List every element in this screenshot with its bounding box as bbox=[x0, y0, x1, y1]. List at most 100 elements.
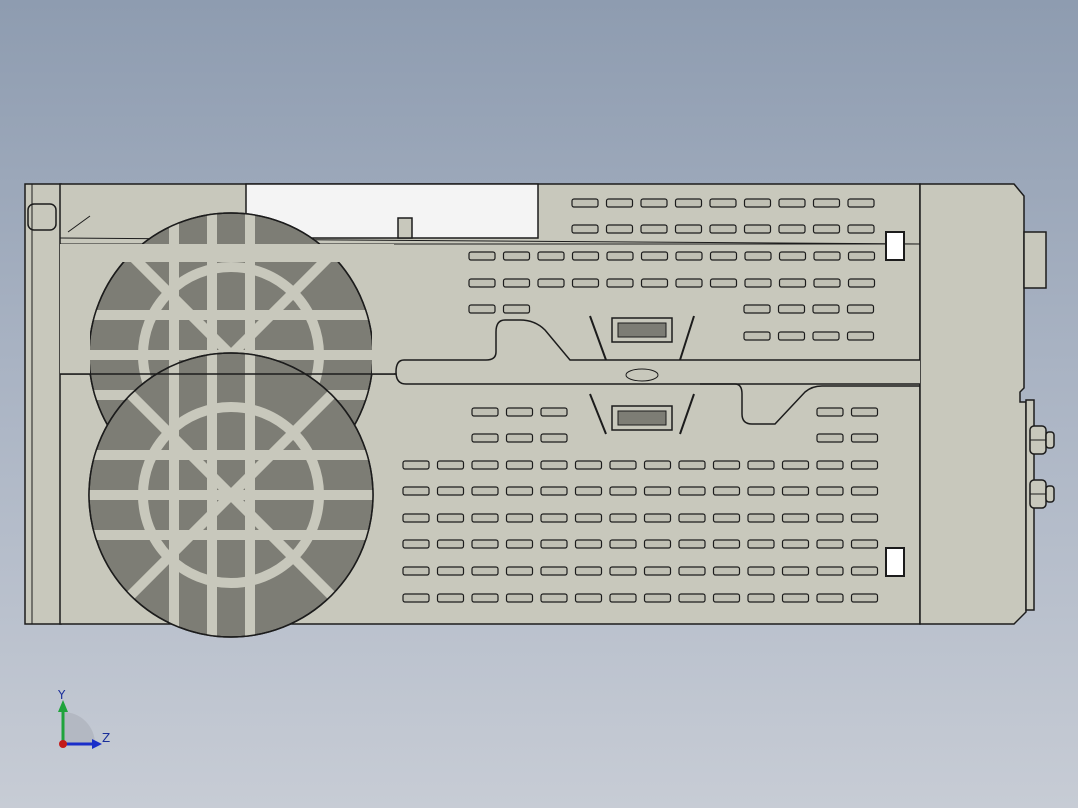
vent-slot bbox=[744, 278, 772, 288]
vent-slot bbox=[777, 304, 806, 314]
screw-tip-2 bbox=[1045, 485, 1055, 503]
vent-slot bbox=[537, 251, 565, 261]
vent-slot bbox=[436, 539, 465, 549]
vent-slot bbox=[502, 251, 531, 261]
vent-slot bbox=[743, 304, 771, 314]
vent-slot bbox=[846, 304, 875, 314]
vent-slot bbox=[747, 593, 775, 603]
vent-slot bbox=[678, 460, 706, 470]
vent-slot bbox=[712, 566, 741, 576]
vent-slot bbox=[471, 566, 499, 576]
latch-pivot bbox=[625, 368, 659, 382]
vent-slot bbox=[571, 278, 600, 288]
vent-slot bbox=[712, 539, 741, 549]
vent-slot bbox=[605, 198, 634, 208]
vent-slot bbox=[816, 433, 844, 443]
vent-slot bbox=[402, 460, 430, 470]
vent-slot bbox=[850, 593, 879, 603]
orientation-triad[interactable] bbox=[58, 700, 102, 749]
vent-slot bbox=[744, 251, 772, 261]
vent-slot bbox=[678, 513, 706, 523]
vent-slot bbox=[816, 539, 844, 549]
vent-slot bbox=[712, 486, 741, 496]
vent-slot bbox=[471, 539, 499, 549]
vent-slot bbox=[505, 566, 534, 576]
vent-slot bbox=[540, 513, 568, 523]
vent-slot bbox=[709, 224, 737, 234]
vent-slot bbox=[778, 251, 807, 261]
vent-slot bbox=[812, 224, 841, 234]
mask bbox=[372, 244, 394, 374]
vent-slot bbox=[781, 460, 810, 470]
vent-slot bbox=[502, 304, 531, 314]
vent-slot bbox=[640, 251, 669, 261]
latch-window-inner-1 bbox=[617, 322, 667, 338]
vent-slot bbox=[747, 460, 775, 470]
vent-slot bbox=[574, 486, 603, 496]
vent-slot bbox=[678, 486, 706, 496]
vent-slot bbox=[674, 198, 703, 208]
vent-slot bbox=[781, 513, 810, 523]
vent-slot bbox=[609, 593, 637, 603]
vent-slot bbox=[674, 224, 703, 234]
vent-slot bbox=[778, 198, 806, 208]
vent-slot bbox=[606, 278, 634, 288]
clip-window-2 bbox=[885, 547, 905, 577]
vent-slot bbox=[816, 593, 844, 603]
vent-slot bbox=[778, 224, 806, 234]
vent-slot bbox=[468, 251, 496, 261]
vent-slot bbox=[505, 433, 534, 443]
right-tab bbox=[1023, 231, 1047, 289]
vent-slot bbox=[850, 407, 879, 417]
vent-slot bbox=[747, 486, 775, 496]
vent-slot bbox=[675, 251, 703, 261]
vent-slot bbox=[540, 593, 568, 603]
rib-channel bbox=[395, 319, 920, 385]
vent-slot bbox=[471, 513, 499, 523]
vent-slot bbox=[812, 304, 840, 314]
vent-slot bbox=[643, 513, 672, 523]
vent-slot bbox=[781, 539, 810, 549]
vent-slot bbox=[502, 278, 531, 288]
vent-slot bbox=[777, 331, 806, 341]
right-end-cap bbox=[919, 183, 1027, 625]
fan-rim bbox=[88, 352, 374, 638]
vent-slot bbox=[678, 539, 706, 549]
screw-tip-1 bbox=[1045, 431, 1055, 449]
vent-slot bbox=[643, 460, 672, 470]
vent-slot bbox=[402, 513, 430, 523]
left-end-plate bbox=[24, 183, 62, 625]
fan-2 bbox=[88, 352, 374, 638]
vent-slot bbox=[747, 513, 775, 523]
vent-slot bbox=[847, 198, 875, 208]
vent-slot bbox=[540, 539, 568, 549]
vent-slot bbox=[540, 486, 568, 496]
vent-slot bbox=[781, 566, 810, 576]
vent-slot bbox=[574, 513, 603, 523]
vent-slot bbox=[471, 407, 499, 417]
vent-slot bbox=[402, 593, 430, 603]
vent-slot bbox=[571, 251, 600, 261]
vent-slot bbox=[402, 539, 430, 549]
vent-slot bbox=[709, 251, 738, 261]
vent-slot bbox=[847, 251, 876, 261]
vent-slot bbox=[850, 539, 879, 549]
vent-slot bbox=[850, 433, 879, 443]
vent-slot bbox=[847, 224, 875, 234]
triad-z-arrow bbox=[92, 739, 102, 749]
rib-notch bbox=[700, 383, 920, 425]
vent-slot bbox=[813, 278, 841, 288]
vent-slot bbox=[850, 486, 879, 496]
triad-y-arrow bbox=[58, 700, 68, 712]
vent-slot bbox=[605, 224, 634, 234]
vent-slot bbox=[847, 278, 876, 288]
vent-slot bbox=[609, 566, 637, 576]
triad-x-axis bbox=[59, 740, 67, 748]
vent-slot bbox=[640, 278, 669, 288]
vent-slot bbox=[574, 593, 603, 603]
vent-slot bbox=[540, 460, 568, 470]
vent-slot bbox=[850, 513, 879, 523]
vent-slot bbox=[816, 486, 844, 496]
